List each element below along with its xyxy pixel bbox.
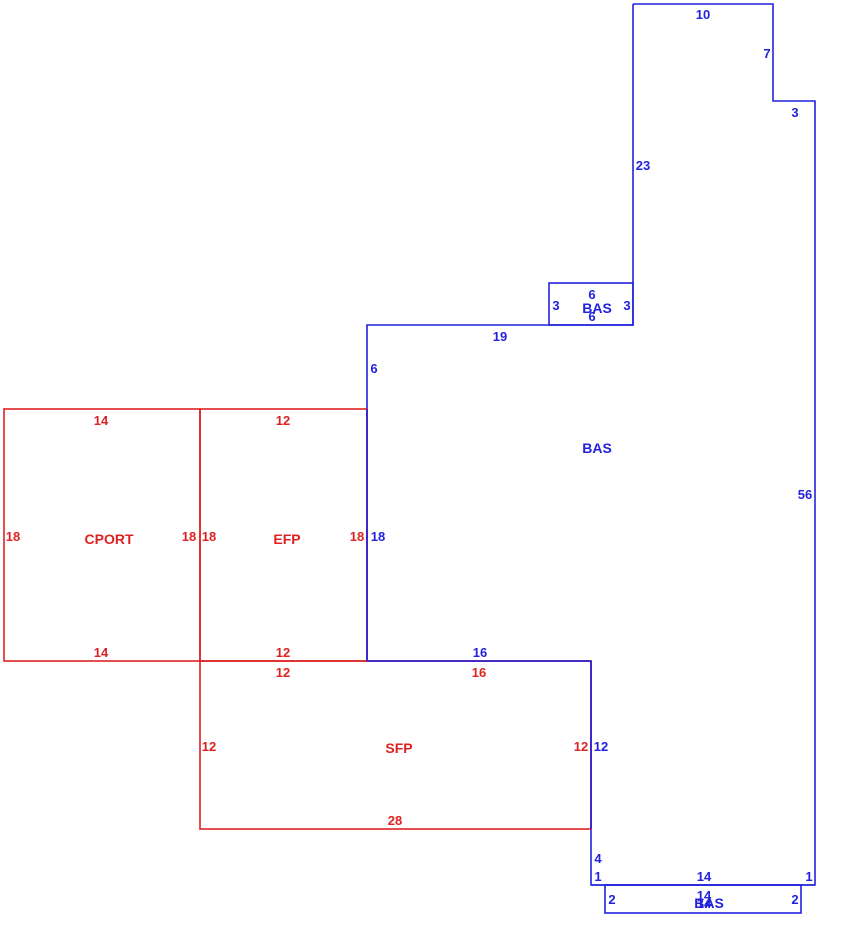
dim-bas-notch-vertical: 7 — [763, 46, 770, 61]
dim-efp-top: 12 — [276, 413, 290, 428]
dim-sfp-top-left: 12 — [276, 665, 290, 680]
dim-small-top-w-top: 6 — [588, 287, 595, 302]
dim-bas-notch-horizontal: 3 — [791, 105, 798, 120]
dim-bas-bottom: 14 — [697, 869, 712, 884]
dim-bas-left-lower: 18 — [371, 529, 385, 544]
dim-efp-bottom: 12 — [276, 645, 290, 660]
dim-bas-step-left: 1 — [594, 869, 601, 884]
dim-bas-top: 10 — [696, 7, 710, 22]
dim-cport-bottom: 14 — [94, 645, 109, 660]
dim-bas-lower-left: 4 — [594, 851, 602, 866]
dim-small-bottom-h-left: 2 — [608, 892, 615, 907]
dim-bas-sfp-side: 12 — [594, 739, 608, 754]
bas-main-label: BAS — [582, 440, 612, 456]
dim-efp-left: 18 — [202, 529, 216, 544]
dim-bas-bottom-mid: 16 — [473, 645, 487, 660]
cport-label: CPORT — [85, 531, 134, 547]
dim-cport-right: 18 — [182, 529, 196, 544]
dim-bas-right: 56 — [798, 487, 812, 502]
dim-sfp-left: 12 — [202, 739, 216, 754]
bas-small-top-label: BAS — [582, 300, 612, 316]
dim-small-top-h-right: 3 — [623, 298, 630, 313]
dim-sfp-top-right: 16 — [472, 665, 486, 680]
dim-small-top-w-bottom: 6 — [588, 309, 595, 324]
dim-small-bottom-h-right: 2 — [791, 892, 798, 907]
dim-bas-step-right: 1 — [805, 869, 812, 884]
dim-efp-right: 18 — [350, 529, 364, 544]
dim-bas-left-upper: 23 — [636, 158, 650, 173]
bas-small-bottom-area — [604, 884, 802, 914]
dim-small-bottom-w-bottom: 14 — [697, 896, 712, 911]
dim-small-bottom-w-top: 14 — [697, 888, 712, 903]
dim-sfp-bottom: 28 — [388, 813, 402, 828]
efp-label: EFP — [273, 531, 300, 547]
dim-cport-top: 14 — [94, 413, 109, 428]
dim-sfp-right: 12 — [574, 739, 588, 754]
bas-small-top-area — [548, 282, 634, 326]
dim-small-top-h-left: 3 — [552, 298, 559, 313]
sfp-label: SFP — [385, 740, 412, 756]
dim-cport-left: 18 — [6, 529, 20, 544]
bas-small-bottom-label: BAS — [694, 895, 724, 911]
dim-bas-left-mid: 6 — [370, 361, 377, 376]
dim-bas-ledge: 19 — [493, 329, 507, 344]
